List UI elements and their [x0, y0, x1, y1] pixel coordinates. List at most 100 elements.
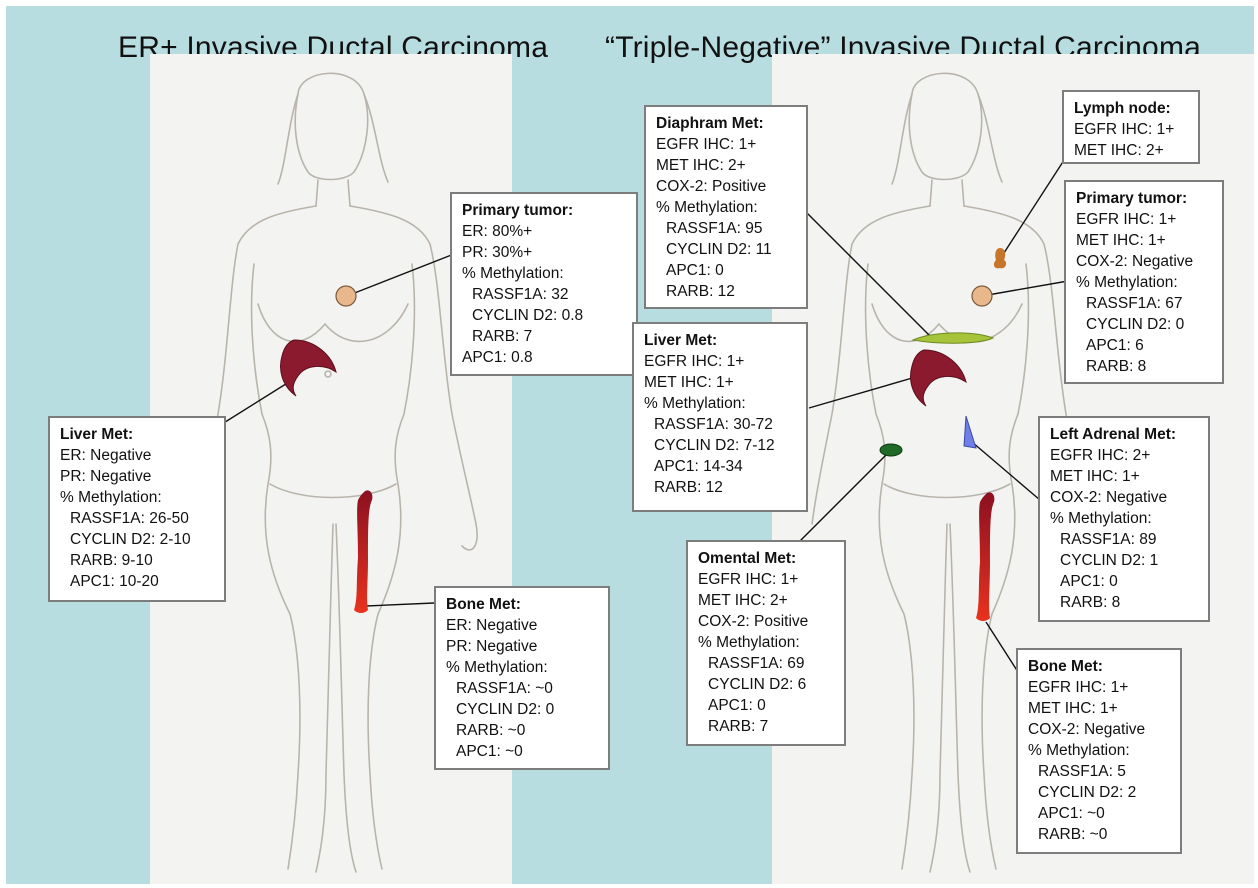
box-heading: Primary tumor: [1076, 188, 1212, 209]
box-line: EGFR IHC: 1+ [644, 351, 796, 372]
box-line: ER: 80%+ [462, 221, 626, 242]
methylation-value: CYCLIN D2: 1 [1050, 550, 1198, 571]
box-line: EGFR IHC: 1+ [1076, 209, 1212, 230]
right-bone-shape [970, 490, 1000, 626]
methylation-value: RASSF1A: ~0 [446, 678, 598, 699]
box-line: EGFR IHC: 2+ [1050, 445, 1198, 466]
methylation-value: RARB: 8 [1076, 356, 1212, 377]
box-line: EGFR IHC: 1+ [656, 134, 796, 155]
box-line: MET IHC: 2+ [698, 590, 834, 611]
methylation-value: CYCLIN D2: 0 [446, 699, 598, 720]
methylation-value: RARB: 12 [644, 477, 796, 498]
methylation-value: APC1: ~0 [446, 741, 598, 762]
methylation-value: APC1: 0 [656, 260, 796, 281]
methylation-value: RASSF1A: 89 [1050, 529, 1198, 550]
methylation-value: CYCLIN D2: 2 [1028, 782, 1170, 803]
methylation-value: RASSF1A: 5 [1028, 761, 1170, 782]
box-line: MET IHC: 2+ [656, 155, 796, 176]
box-heading: Diaphram Met: [656, 113, 796, 134]
methylation-value: RASSF1A: 69 [698, 653, 834, 674]
box-line: MET IHC: 1+ [1076, 230, 1212, 251]
methylation-value: RARB: ~0 [1028, 824, 1170, 845]
box-line: EGFR IHC: 1+ [1074, 119, 1188, 140]
left-primary-tumor-box: Primary tumor: ER: 80%+ PR: 30%+ % Methy… [450, 192, 638, 376]
box-heading: Liver Met: [644, 330, 796, 351]
box-line: % Methylation: [1050, 508, 1198, 529]
methylation-value: APC1: 10-20 [60, 571, 214, 592]
methylation-value: RARB: 12 [656, 281, 796, 302]
methylation-value: CYCLIN D2: 0.8 [462, 305, 626, 326]
left-liver-met-box: Liver Met: ER: Negative PR: Negative % M… [48, 416, 226, 602]
left-adrenal-met-box: Left Adrenal Met: EGFR IHC: 2+ MET IHC: … [1038, 416, 1210, 622]
box-line: EGFR IHC: 1+ [1028, 677, 1170, 698]
box-line: % Methylation: [60, 487, 214, 508]
methylation-value: RASSF1A: 32 [462, 284, 626, 305]
box-line: COX-2: Negative [1076, 251, 1212, 272]
omental-met-box: Omental Met: EGFR IHC: 1+ MET IHC: 2+ CO… [686, 540, 846, 746]
lymph-node-box: Lymph node: EGFR IHC: 1+ MET IHC: 2+ [1062, 90, 1200, 164]
methylation-value: APC1: 0 [1050, 571, 1198, 592]
right-primary-tumor-box: Primary tumor: EGFR IHC: 1+ MET IHC: 1+ … [1064, 180, 1224, 384]
box-line: MET IHC: 2+ [1074, 140, 1188, 161]
methylation-value: CYCLIN D2: 7-12 [644, 435, 796, 456]
methylation-value: RASSF1A: 26-50 [60, 508, 214, 529]
box-line: MET IHC: 1+ [1050, 466, 1198, 487]
box-line: % Methylation: [462, 263, 626, 284]
box-line: % Methylation: [1076, 272, 1212, 293]
methylation-value: RASSF1A: 67 [1076, 293, 1212, 314]
left-primary-tumor-shape [334, 284, 358, 308]
box-heading: Lymph node: [1074, 98, 1188, 119]
methylation-value: RASSF1A: 95 [656, 218, 796, 239]
box-heading: Liver Met: [60, 424, 214, 445]
methylation-value: RARB: ~0 [446, 720, 598, 741]
methylation-value: RARB: 8 [1050, 592, 1198, 613]
box-line: % Methylation: [644, 393, 796, 414]
box-heading: Left Adrenal Met: [1050, 424, 1198, 445]
box-line: % Methylation: [656, 197, 796, 218]
methylation-value: CYCLIN D2: 0 [1076, 314, 1212, 335]
box-line: COX-2: Negative [1028, 719, 1170, 740]
box-line: ER: Negative [60, 445, 214, 466]
methylation-value: APC1: ~0 [1028, 803, 1170, 824]
methylation-value: CYCLIN D2: 6 [698, 674, 834, 695]
right-primary-tumor-shape [970, 284, 994, 308]
box-line: COX-2: Positive [698, 611, 834, 632]
methylation-value: APC1: 6 [1076, 335, 1212, 356]
methylation-value: CYCLIN D2: 11 [656, 239, 796, 260]
figure-canvas: ER+ Invasive Ductal Carcinoma “Triple-Ne… [6, 6, 1254, 884]
box-line: COX-2: Positive [656, 176, 796, 197]
box-heading: Omental Met: [698, 548, 834, 569]
left-bone-met-box: Bone Met: ER: Negative PR: Negative % Me… [434, 586, 610, 770]
box-line: % Methylation: [446, 657, 598, 678]
left-liver-shape [276, 338, 338, 398]
box-heading: Primary tumor: [462, 200, 626, 221]
box-line: PR: 30%+ [462, 242, 626, 263]
box-heading: Bone Met: [446, 594, 598, 615]
box-line: ER: Negative [446, 615, 598, 636]
box-line: EGFR IHC: 1+ [698, 569, 834, 590]
diaphragm-shape [911, 328, 995, 346]
lymph-node-shape [990, 246, 1010, 272]
right-liver-met-box: Liver Met: EGFR IHC: 1+ MET IHC: 1+ % Me… [632, 322, 808, 512]
right-liver-shape [906, 348, 968, 408]
box-line: PR: Negative [446, 636, 598, 657]
box-heading: Bone Met: [1028, 656, 1170, 677]
box-line: MET IHC: 1+ [1028, 698, 1170, 719]
box-line: % Methylation: [1028, 740, 1170, 761]
methylation-value: CYCLIN D2: 2-10 [60, 529, 214, 550]
omentum-shape [878, 442, 904, 458]
diaphram-met-box: Diaphram Met: EGFR IHC: 1+ MET IHC: 2+ C… [644, 105, 808, 309]
methylation-value: RARB: 7 [462, 326, 626, 347]
methylation-value: RARB: 9-10 [60, 550, 214, 571]
methylation-value: RASSF1A: 30-72 [644, 414, 796, 435]
left-bone-shape [348, 488, 378, 618]
right-bone-met-box: Bone Met: EGFR IHC: 1+ MET IHC: 1+ COX-2… [1016, 648, 1182, 854]
methylation-value: RARB: 7 [698, 716, 834, 737]
box-line: COX-2: Negative [1050, 487, 1198, 508]
box-line: % Methylation: [698, 632, 834, 653]
methylation-value: APC1: 14-34 [644, 456, 796, 477]
methylation-value: APC1: 0 [698, 695, 834, 716]
box-line: APC1: 0.8 [462, 347, 626, 368]
left-adrenal-shape [960, 414, 980, 452]
box-line: MET IHC: 1+ [644, 372, 796, 393]
